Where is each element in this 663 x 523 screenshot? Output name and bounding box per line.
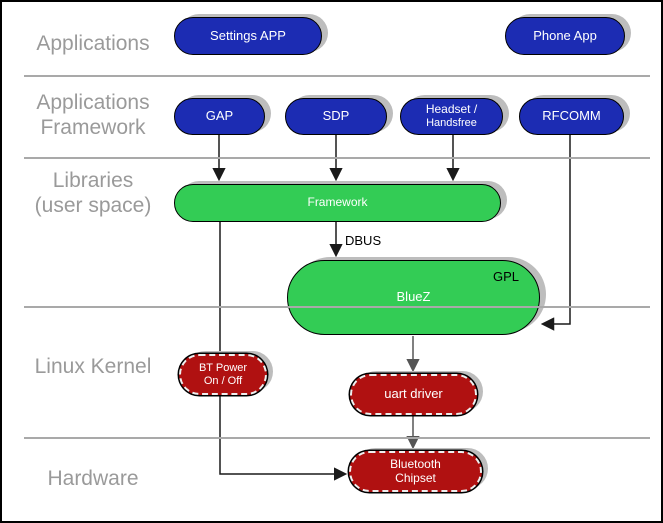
edge-rfcomm-to-bluez <box>540 135 571 331</box>
layer-label-hardware: Hardware <box>7 467 179 492</box>
node-label: GAP <box>205 108 234 124</box>
divider-applications <box>24 75 650 77</box>
node-settings-app: Settings APP <box>174 17 322 55</box>
layer-label-linux-kernel: Linux Kernel <box>7 355 179 380</box>
layer-label-applications-framework: Applications Framework <box>7 91 179 141</box>
node-gap: GAP <box>174 98 265 135</box>
node-bluez: BlueZ GPL <box>287 260 540 335</box>
node-uart-driver: uart driver <box>350 374 477 415</box>
gpl-badge: GPL <box>492 269 519 284</box>
dbus-edge-label: DBUS <box>345 233 382 248</box>
node-bluetooth-chipset: Bluetooth Chipset <box>349 451 482 492</box>
layer-label-text: (user space) <box>34 193 152 217</box>
layer-label-applications: Applications <box>7 32 179 57</box>
node-label: Headset / <box>425 102 478 117</box>
node-label: SDP <box>322 108 350 124</box>
node-label: Framework <box>307 195 368 210</box>
layer-label-text: Libraries <box>52 169 134 192</box>
divider-linux-kernel <box>24 437 650 439</box>
node-headset-handsfree: Headset / Handsfree <box>400 98 503 135</box>
layer-label-text: Applications <box>36 32 150 55</box>
node-bt-power: BT Power On / Off <box>179 354 267 395</box>
node-framework: Framework <box>174 184 501 222</box>
node-label: BT Power <box>198 361 248 374</box>
node-label: Bluetooth <box>390 456 441 471</box>
divider-app-framework <box>24 157 650 159</box>
divider-libraries <box>24 306 650 308</box>
layer-label-libraries: Libraries (user space) <box>7 169 179 219</box>
layer-label-text: Linux Kernel <box>34 355 152 378</box>
node-label: Settings APP <box>210 27 286 43</box>
node-rfcomm: RFCOMM <box>519 98 624 135</box>
node-label: Phone App <box>533 27 597 43</box>
node-label: uart driver <box>384 386 443 402</box>
node-label: RFCOMM <box>542 108 601 124</box>
node-label: Handsfree <box>426 117 477 130</box>
layer-label-text: Hardware <box>47 467 139 490</box>
node-sdp: SDP <box>285 98 387 135</box>
node-label: On / Off <box>203 374 243 387</box>
node-phone-app: Phone App <box>505 17 625 55</box>
layer-label-text: Framework <box>40 115 146 139</box>
node-label: Chipset <box>395 470 436 485</box>
node-label: BlueZ <box>396 289 431 305</box>
layer-label-text: Applications <box>36 91 150 114</box>
